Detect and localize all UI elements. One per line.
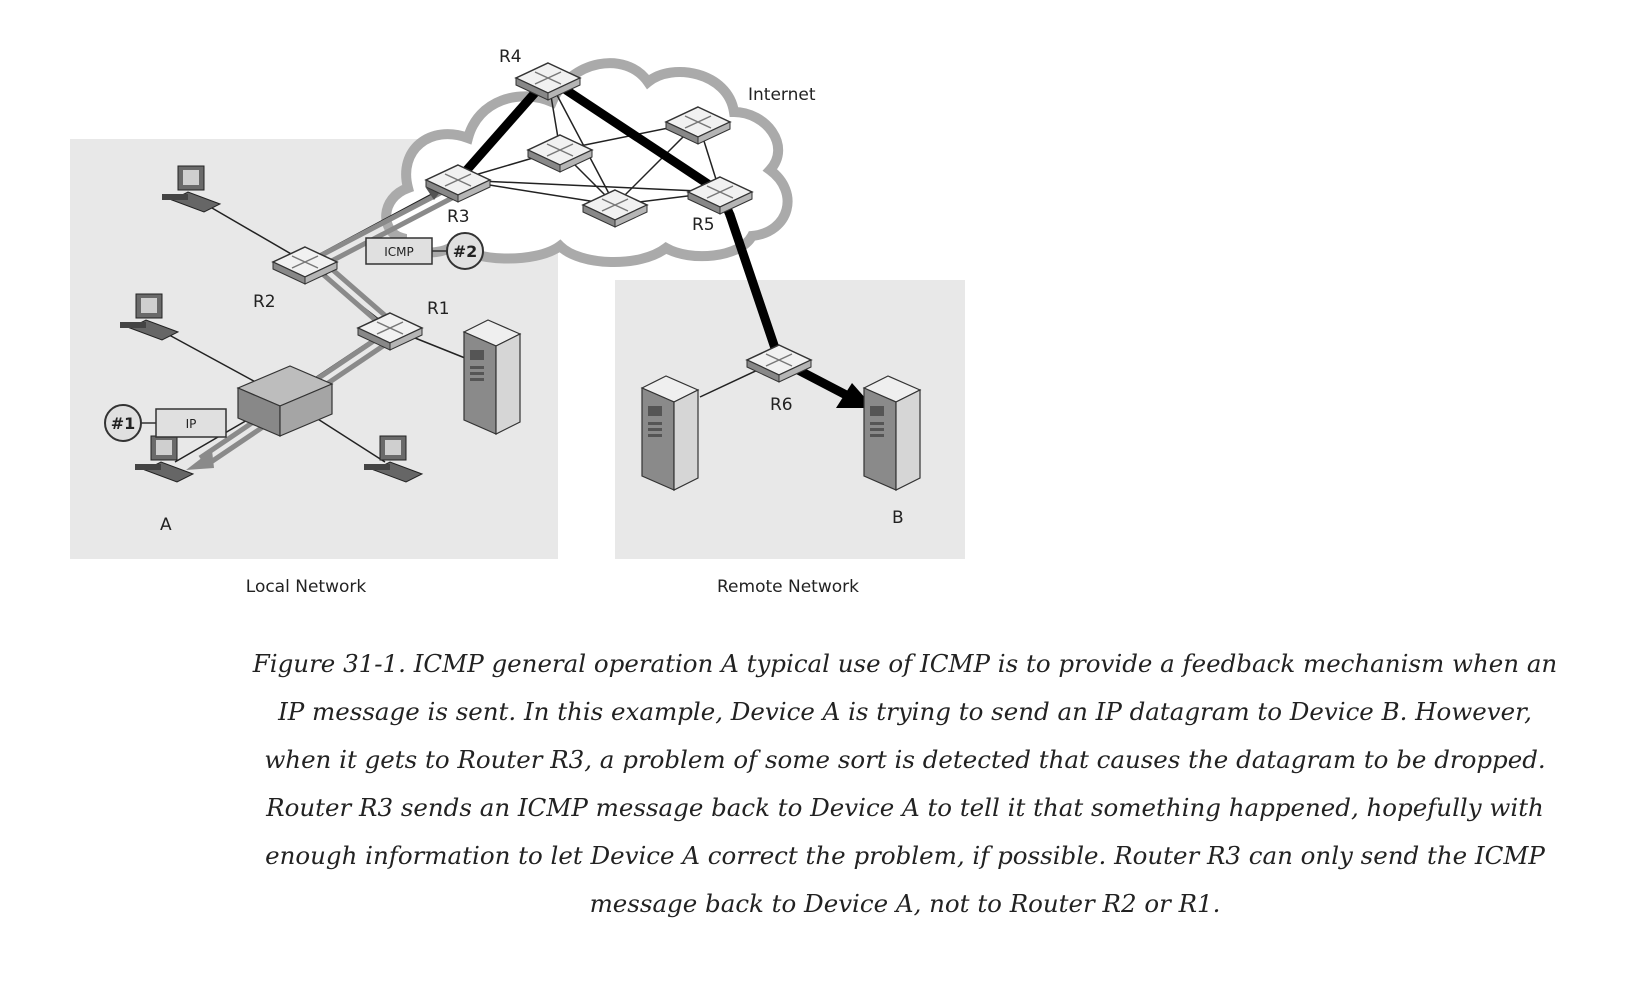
router-r5-label: R5 bbox=[692, 215, 715, 235]
router-r2-label: R2 bbox=[253, 292, 276, 312]
device-b-label: B bbox=[892, 508, 904, 528]
ip-message-box bbox=[155, 408, 227, 438]
datagram-path bbox=[453, 73, 855, 402]
icmp-message-box bbox=[365, 237, 433, 265]
router-r6-label: R6 bbox=[770, 395, 793, 415]
router-r4-label: R4 bbox=[499, 47, 522, 67]
ip-box-label: IP bbox=[186, 417, 197, 431]
step-2-label: #2 bbox=[453, 242, 478, 261]
remote-network-label: Remote Network bbox=[717, 577, 859, 597]
router-r1-label: R1 bbox=[427, 299, 450, 319]
server-icon bbox=[641, 375, 699, 491]
icmp-box-label: ICMP bbox=[384, 245, 414, 259]
step-2-badge bbox=[446, 232, 484, 270]
figure-caption: Figure 31-1. ICMP general operation A ty… bbox=[252, 649, 1558, 918]
local-network-label: Local Network bbox=[246, 577, 367, 597]
internet-cloud bbox=[381, 58, 793, 267]
lan-switch-icon bbox=[236, 365, 334, 437]
step-1-label: #1 bbox=[111, 414, 136, 433]
device-b-server-icon bbox=[863, 375, 921, 491]
device-a-label: A bbox=[160, 515, 172, 535]
internet-label: Internet bbox=[748, 85, 816, 105]
router-r3-label: R3 bbox=[447, 207, 470, 227]
server-icon bbox=[463, 319, 521, 435]
network-diagram: ICMP #2 #1 IP R4 Internet R3 R5 R2 R1 R6… bbox=[70, 47, 965, 597]
icmp-arrowhead bbox=[186, 450, 214, 470]
